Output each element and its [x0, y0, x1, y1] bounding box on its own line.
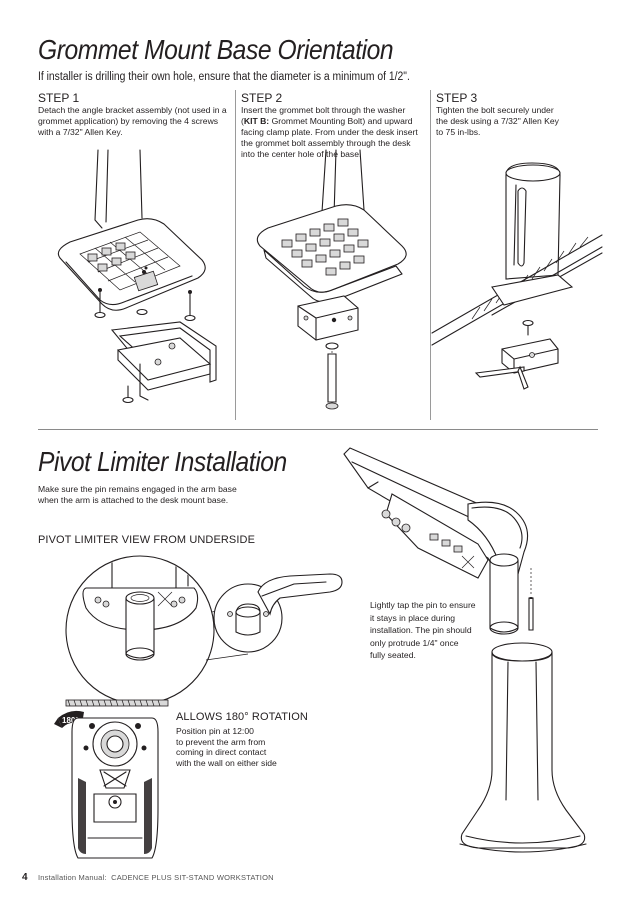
underside-view-heading: PIVOT LIMITER VIEW FROM UNDERSIDE [38, 534, 256, 546]
step-3-heading: STEP 3 [436, 91, 478, 105]
step-2-heading: STEP 2 [241, 91, 283, 105]
step-2-illustration [256, 149, 407, 410]
desk-mount-base-illustration [459, 642, 587, 853]
underside-detail-view [213, 573, 343, 653]
footer-manual-title: CADENCE PLUS SIT-STAND WORKSTATION [111, 873, 274, 882]
pin-tap-note: Lightly tap the pin to ensure it stays i… [370, 600, 476, 660]
step-3-illustration [431, 162, 603, 390]
rotation-badge: 180° [62, 716, 79, 725]
step-3-text: Tighten the bolt securely under the desk… [436, 105, 559, 137]
step-1-heading: STEP 1 [38, 91, 80, 105]
page-number: 4 [22, 872, 28, 883]
underside-magnified-view [65, 555, 249, 705]
step-2-text: Insert the grommet bolt through the wash… [241, 105, 418, 159]
rotation-text: Position pin at 12:00 to prevent the arm… [176, 726, 277, 768]
rotation-heading: ALLOWS 180° ROTATION [176, 711, 308, 723]
column-divider-2 [430, 90, 431, 420]
section-intro-grommet: If installer is drilling their own hole,… [38, 71, 410, 83]
section-title-pivot: Pivot Limiter Installation [38, 446, 287, 477]
arm-pin-illustration [343, 447, 534, 635]
kit-b-label: KIT B: [243, 116, 270, 126]
section-divider [38, 429, 598, 430]
page-footer: 4 Installation Manual: CADENCE PLUS SIT-… [22, 867, 274, 885]
section-intro-pivot: Make sure the pin remains engaged in the… [38, 484, 237, 505]
step-1-text: Detach the angle bracket assembly (not u… [38, 105, 227, 137]
rotation-top-view: 180° [54, 699, 169, 859]
column-divider-1 [235, 90, 236, 420]
section-title-grommet: Grommet Mount Base Orientation [38, 34, 394, 65]
footer-manual-label: Installation Manual: [38, 873, 107, 882]
step-1-illustration [57, 149, 217, 404]
